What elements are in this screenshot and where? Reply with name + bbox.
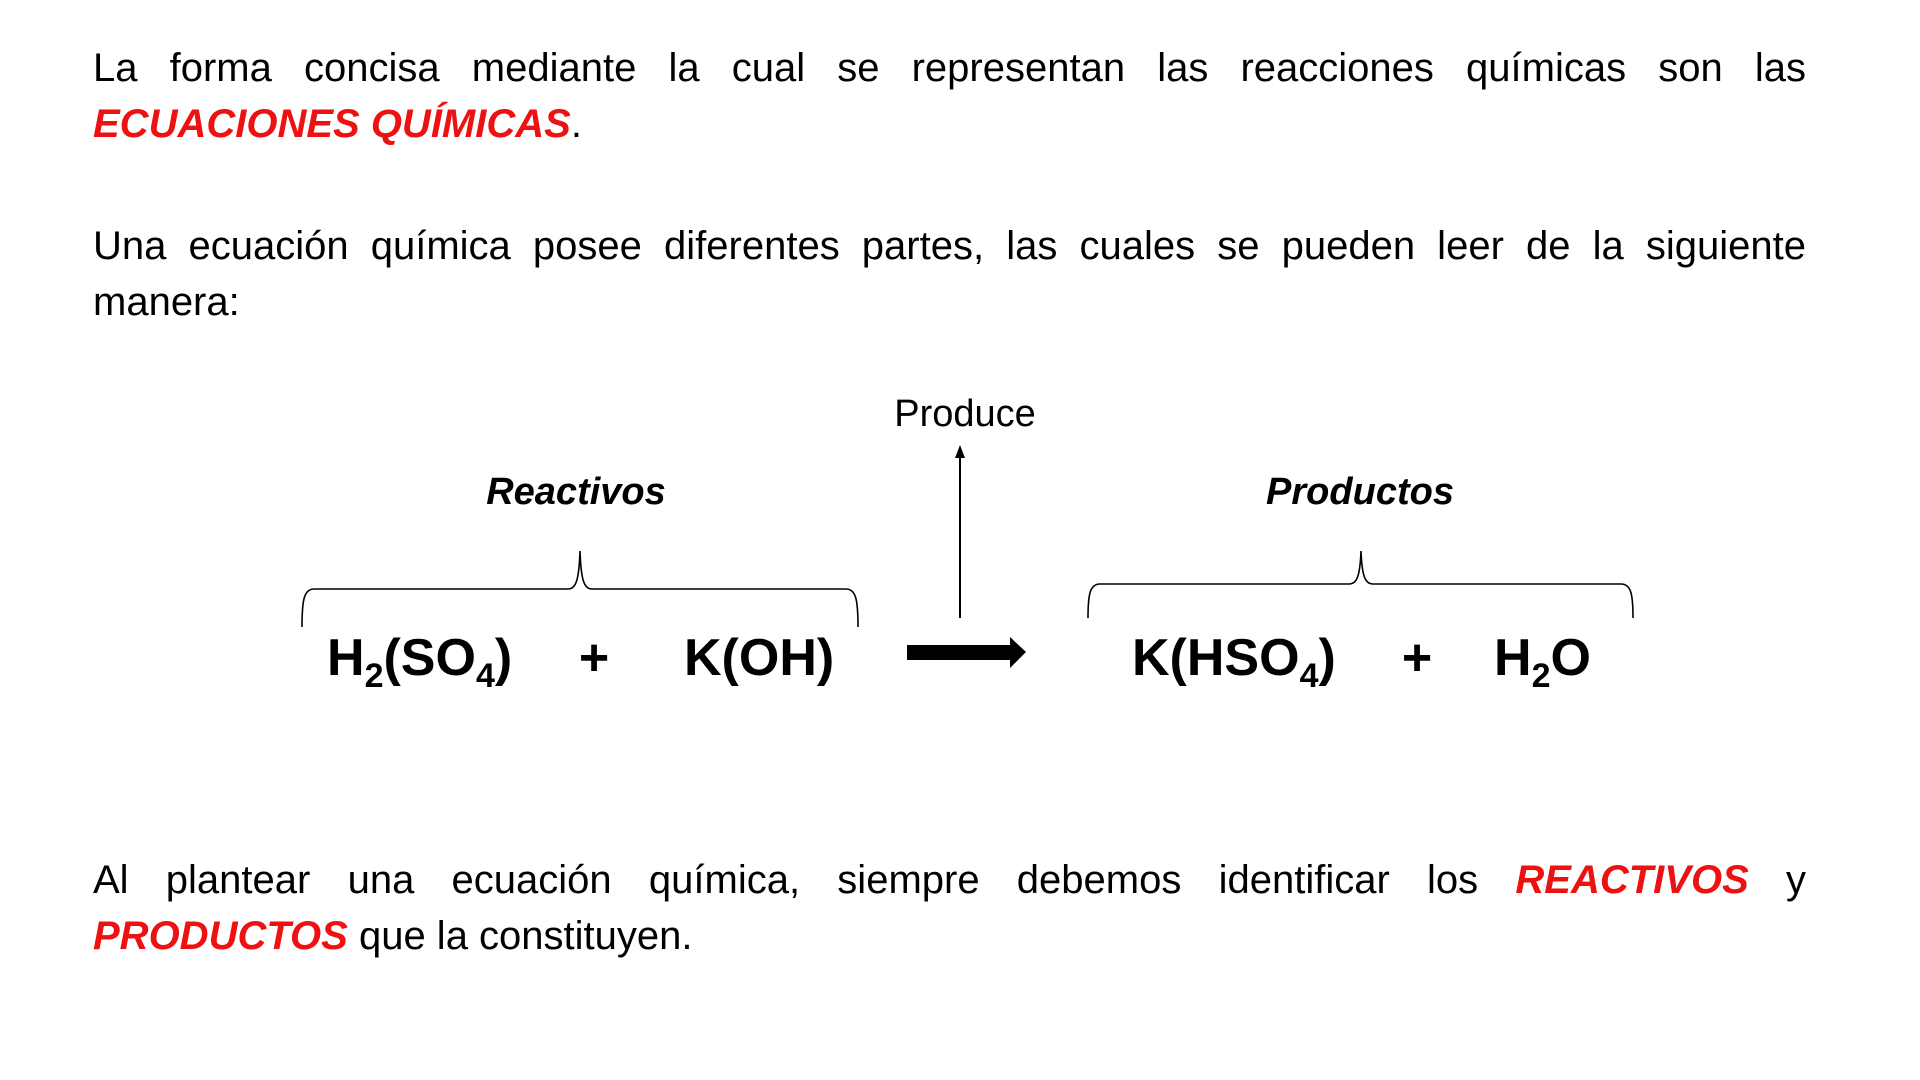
plus-sign-products: +: [1401, 629, 1433, 687]
highlight-reactivos: REACTIVOS: [1515, 858, 1749, 902]
paragraph-intro: La forma concisa mediante la cual se rep…: [93, 40, 1806, 152]
plus-sign-reactants: +: [578, 629, 610, 687]
paragraph-parts-line-1: Una ecuación química posee diferentes pa…: [93, 224, 1806, 268]
paragraph-parts-line-2: manera:: [93, 280, 240, 324]
produce-label: Produce: [894, 393, 1036, 435]
reaction-arrow-icon: [907, 637, 1026, 668]
products-brace: [1087, 550, 1634, 619]
paragraph-intro-line-2: ECUACIONES QUÍMICAS.: [93, 96, 1806, 152]
reactants-brace: [301, 550, 859, 628]
reactants-label: Reactivos: [486, 471, 666, 513]
highlight-productos: PRODUCTOS: [93, 914, 348, 958]
produce-pointer-arrow-icon: [955, 445, 965, 618]
paragraph-parts: Una ecuación química posee diferentes pa…: [93, 218, 1806, 330]
formula-water: H2O: [1494, 629, 1591, 695]
paragraph-conclusion-line-1: Al plantear una ecuación química, siempr…: [93, 858, 1806, 902]
highlight-ecuaciones-quimicas: ECUACIONES QUÍMICAS: [93, 102, 571, 146]
formula-potassium-hydroxide: K(OH): [684, 629, 835, 687]
period: .: [570, 102, 582, 146]
paragraph-conclusion-line-2: PRODUCTOS que la constituyen.: [93, 914, 693, 958]
formula-potassium-bisulfate: K(HSO4): [1132, 629, 1336, 695]
paragraph-conclusion: Al plantear una ecuación química, siempr…: [93, 852, 1806, 964]
paragraph-intro-line-1: La forma concisa mediante la cual se rep…: [93, 46, 1806, 90]
formula-sulfuric-acid: H2(SO4): [327, 629, 513, 695]
products-label: Productos: [1266, 471, 1454, 513]
